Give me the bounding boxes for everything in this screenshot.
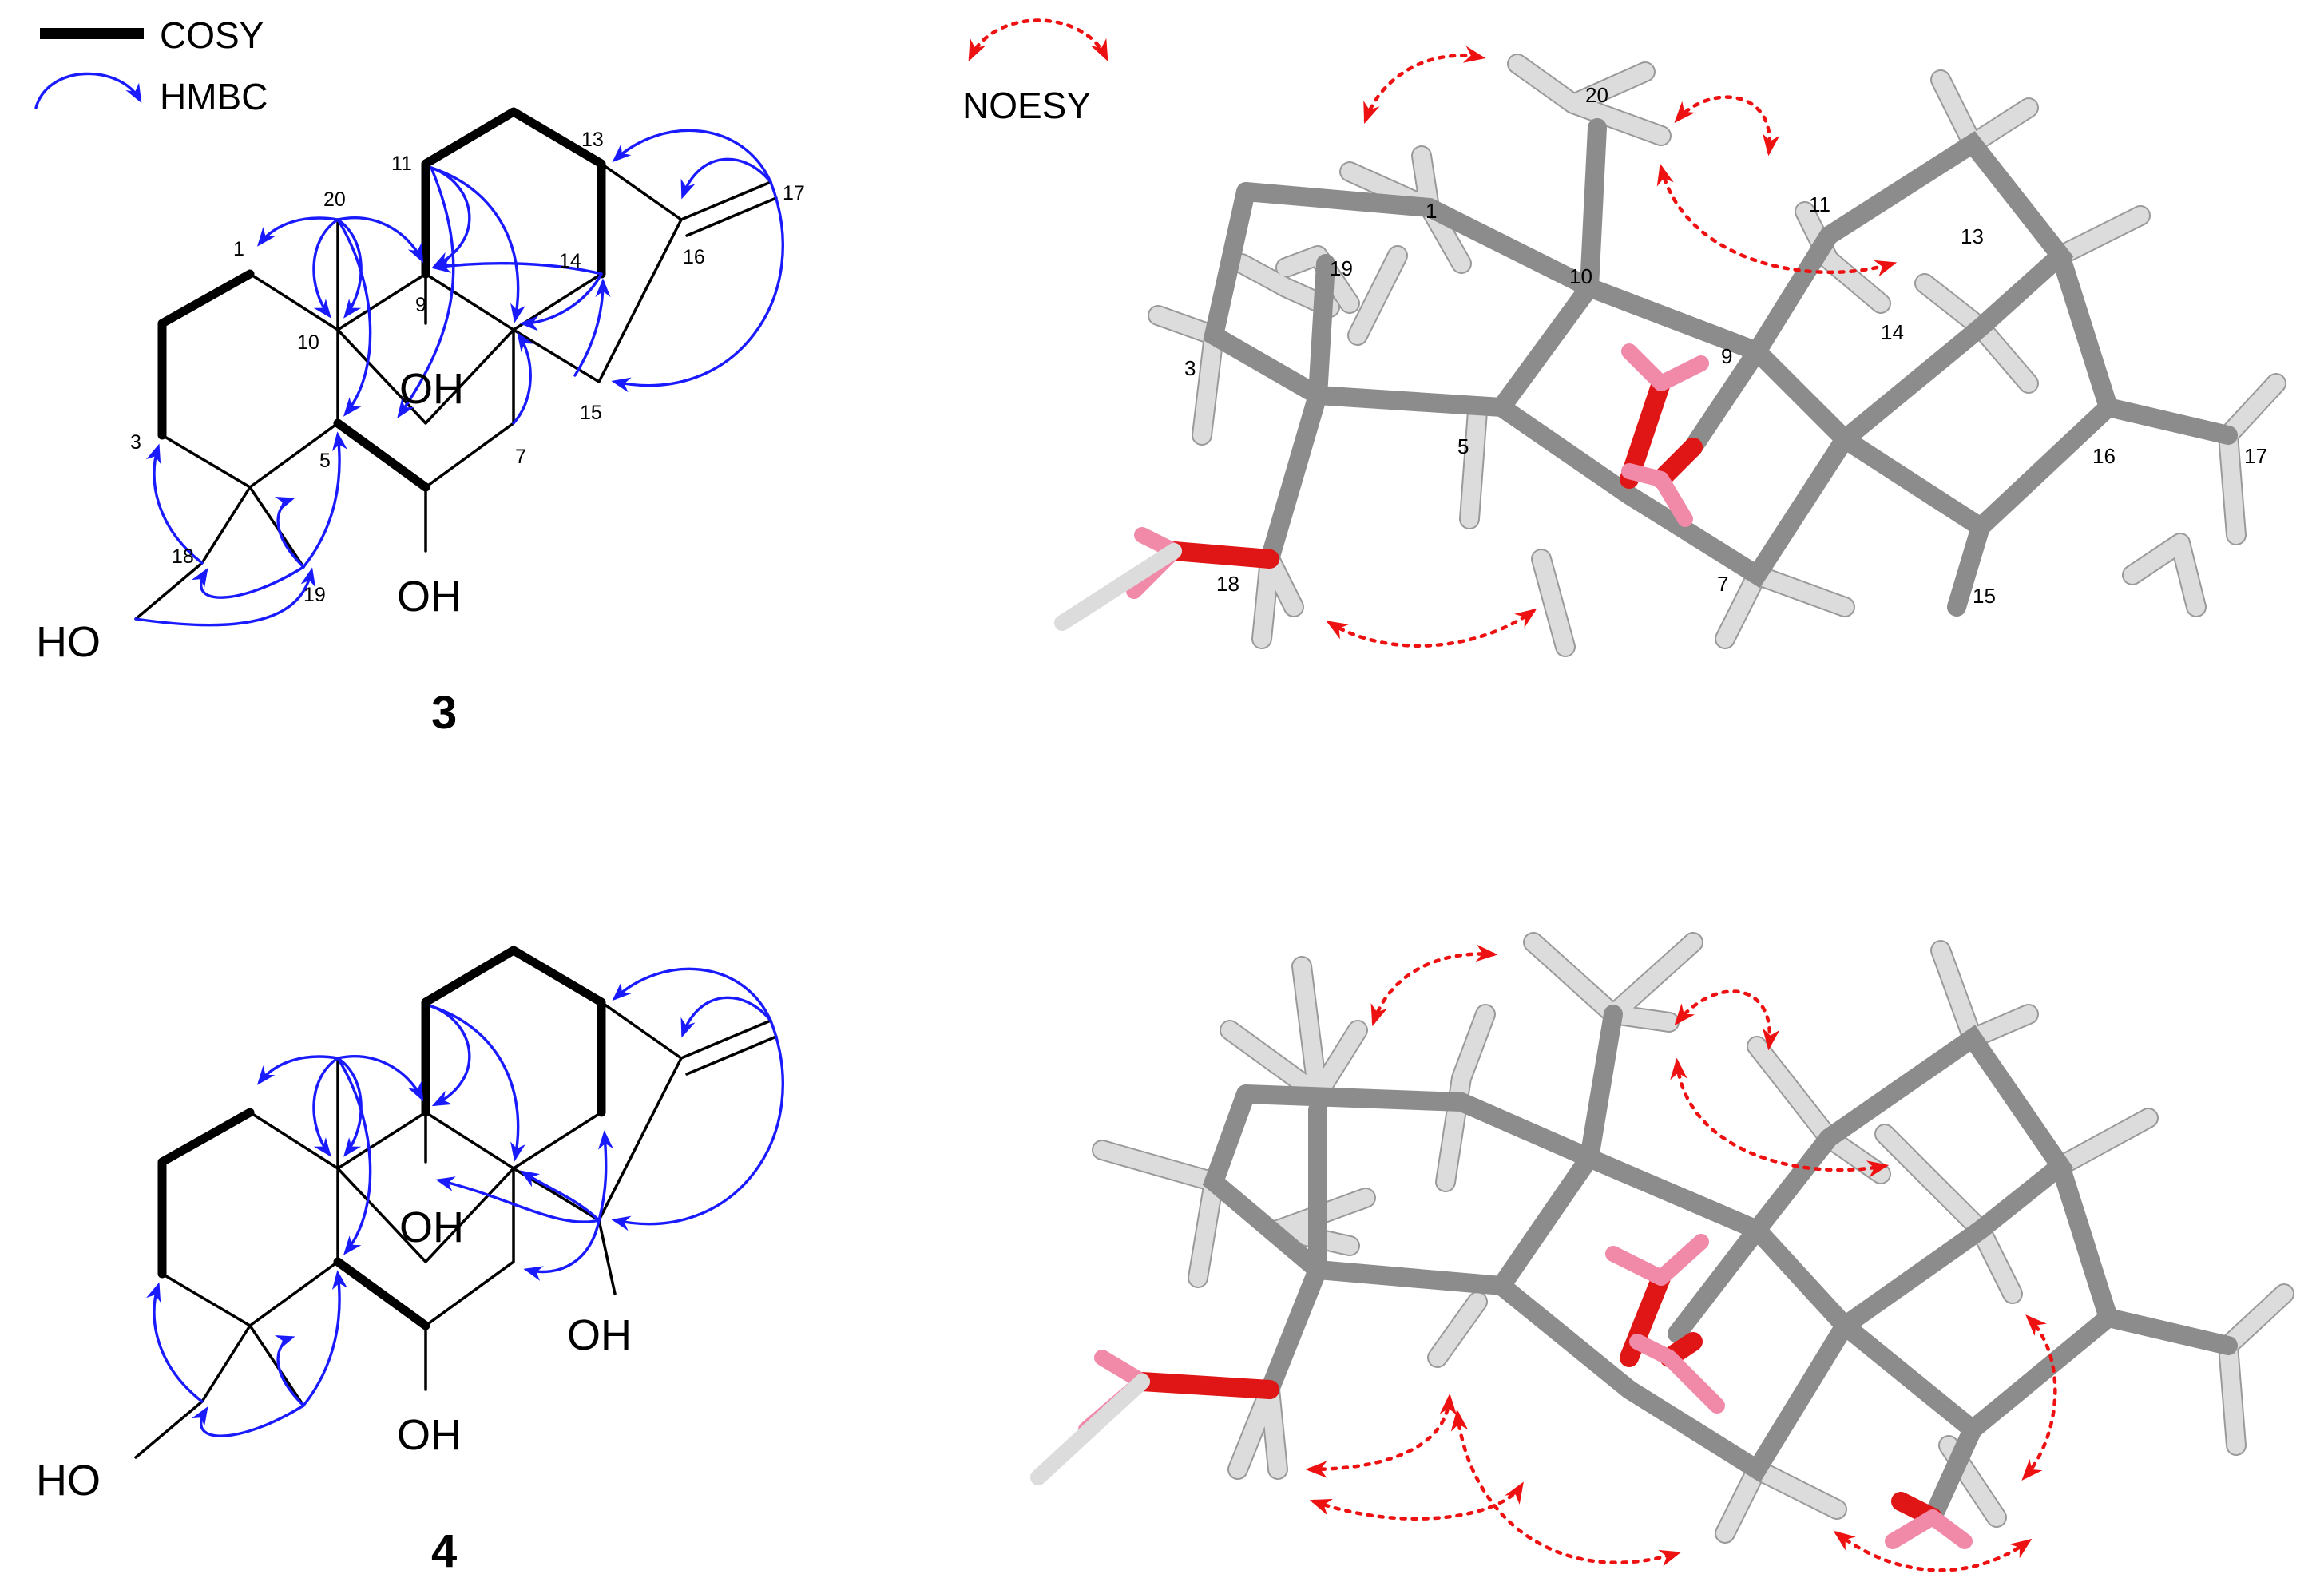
- compound-3-cosy-bonds: [157, 107, 606, 492]
- compound-4-cosy-bonds: [157, 946, 606, 1330]
- svg-text:5: 5: [1457, 434, 1469, 458]
- svg-text:18: 18: [172, 545, 194, 568]
- model-3d-top-carbon-bonds: [1203, 118, 2238, 617]
- cosy-legend-label: COSY: [160, 14, 264, 56]
- svg-text:17: 17: [2244, 444, 2267, 468]
- svg-text:7: 7: [1717, 572, 1728, 596]
- svg-text:11: 11: [1809, 192, 1830, 216]
- svg-text:19: 19: [1330, 256, 1353, 280]
- svg-text:14: 14: [1881, 320, 1904, 344]
- model-3d-bottom-hydrogens: [1092, 932, 2294, 1544]
- svg-text:13: 13: [581, 129, 604, 151]
- compound-3-oh-c6: OH: [397, 573, 462, 621]
- compound-4-id: 4: [431, 1525, 457, 1577]
- compound-3-structure: OH OH HO 3 1 3 5 7 9 10 11 13 14 15 16 1…: [36, 107, 805, 739]
- legend: COSY HMBC NOESY: [34, 14, 1108, 126]
- svg-text:18: 18: [1216, 572, 1239, 596]
- svg-text:10: 10: [297, 331, 319, 354]
- compound-3-id: 3: [431, 687, 457, 739]
- hmbc-legend-arrow: [34, 72, 142, 109]
- compound-3-hmbc-arrows: [134, 129, 784, 627]
- svg-text:5: 5: [319, 450, 331, 472]
- svg-text:3: 3: [130, 431, 141, 454]
- model-3d-compound-3: 20 1 11 10 13 19 9 14 3 5 16 17 18 7 15: [1054, 46, 2286, 657]
- compound-4-oh-c6: OH: [397, 1411, 462, 1459]
- noesy-legend-label: NOESY: [962, 85, 1091, 126]
- svg-text:3: 3: [1184, 356, 1196, 380]
- model-3d-top-hydroxyls: [1054, 343, 1709, 631]
- compound-3-numbering: 1 3 5 7 9 10 11 13 14 15 16 17 18 19 20: [130, 129, 805, 606]
- compound-4-oh-c9: OH: [399, 1203, 464, 1251]
- svg-text:9: 9: [415, 294, 426, 316]
- svg-text:1: 1: [1426, 199, 1437, 223]
- hmbc-legend-label: HMBC: [160, 76, 268, 117]
- compound-4-structure: OH OH OH HO 4: [36, 946, 784, 1577]
- svg-text:17: 17: [783, 182, 805, 204]
- model-3d-bottom-carbon-bonds: [1202, 1005, 2238, 1527]
- svg-text:1: 1: [233, 238, 244, 260]
- svg-text:16: 16: [2092, 444, 2116, 468]
- model-3d-bottom-hydroxyls: [1030, 1234, 1973, 1549]
- svg-text:20: 20: [1585, 83, 1608, 107]
- svg-text:15: 15: [1973, 584, 1996, 608]
- svg-text:19: 19: [303, 584, 326, 606]
- compound-3-oh-c9: OH: [399, 365, 464, 413]
- model-3d-bottom-noesy: [1305, 944, 2057, 1572]
- svg-text:20: 20: [323, 188, 346, 211]
- svg-text:16: 16: [683, 246, 705, 268]
- compound-4-oh-c15: OH: [567, 1311, 632, 1359]
- noesy-legend-arrow: [968, 18, 1108, 61]
- svg-text:13: 13: [1961, 224, 1984, 248]
- compound-4-ho-c18: HO: [36, 1457, 101, 1505]
- model-3d-top-noesy: [1326, 46, 1898, 648]
- model-3d-top-labels: 20 1 11 10 13 19 9 14 3 5 16 17 18 7 15: [1184, 83, 2267, 608]
- compound-4-ring-d-bond: [512, 1001, 683, 1170]
- svg-text:15: 15: [580, 402, 602, 424]
- svg-text:11: 11: [391, 153, 412, 175]
- model-3d-compound-4: [1030, 932, 2294, 1572]
- svg-text:7: 7: [515, 446, 526, 468]
- svg-text:10: 10: [1569, 264, 1592, 288]
- compound-3-ho-c18: HO: [36, 618, 101, 666]
- svg-text:9: 9: [1721, 344, 1732, 368]
- compound-4-hmbc-arrows: [146, 967, 784, 1437]
- svg-text:14: 14: [559, 250, 581, 272]
